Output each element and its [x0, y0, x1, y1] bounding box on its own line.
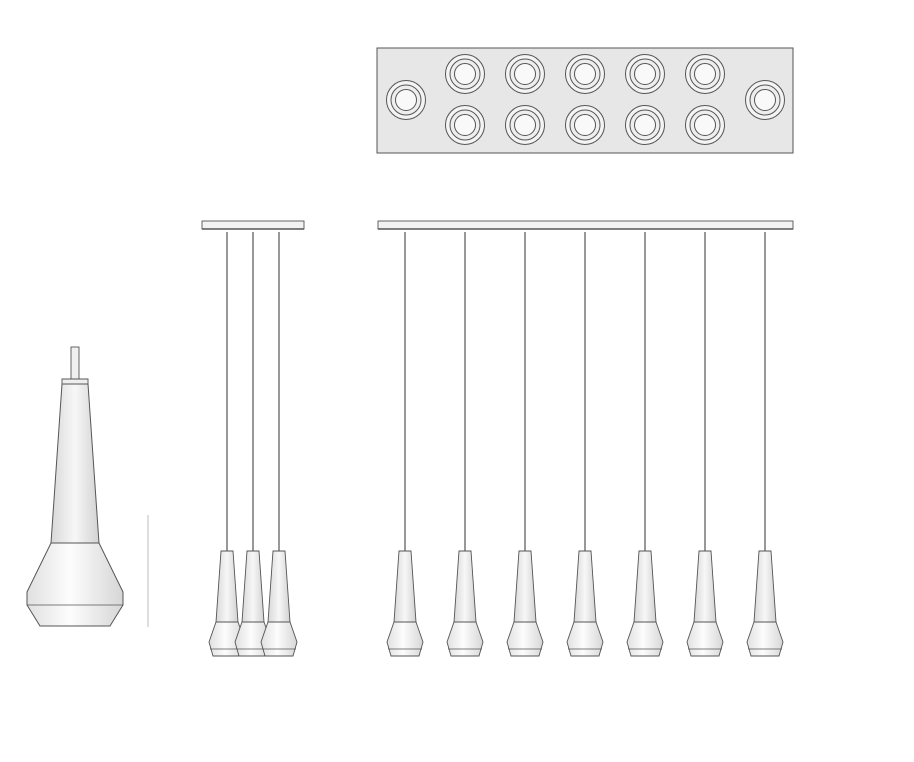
- top-view-canopy: [376, 47, 794, 154]
- pendant-shade-large: [26, 542, 124, 627]
- pendant-lamp: [626, 232, 664, 657]
- ring-icon: [565, 105, 605, 145]
- linear-canopy: [377, 220, 794, 230]
- pendant-body: [241, 550, 265, 623]
- ring-icon: [625, 105, 665, 145]
- cluster-canopy: [201, 220, 305, 230]
- pendant-shade: [746, 621, 784, 657]
- pendant-body: [393, 550, 417, 623]
- ring-icon: [565, 54, 605, 94]
- pendant-body: [215, 550, 239, 623]
- pendant-body: [573, 550, 597, 623]
- ring-inner: [395, 89, 417, 111]
- pendant-lamp: [260, 232, 298, 657]
- pendant-body: [753, 550, 777, 623]
- ring-inner: [634, 63, 656, 85]
- ring-icon: [445, 54, 485, 94]
- pendant-shade: [386, 621, 424, 657]
- ring-inner: [574, 114, 596, 136]
- ring-icon: [625, 54, 665, 94]
- pendant-body: [513, 550, 537, 623]
- ring-inner: [754, 89, 776, 111]
- pendant-lamp: [208, 232, 246, 657]
- pendant-body: [453, 550, 477, 623]
- ring-icon: [386, 80, 426, 120]
- ring-inner: [454, 114, 476, 136]
- pendant-lamp: [234, 232, 272, 657]
- ring-inner: [694, 63, 716, 85]
- pendant-body: [693, 550, 717, 623]
- ring-inner: [514, 114, 536, 136]
- pendant-lamp: [386, 232, 424, 657]
- ring-icon: [745, 80, 785, 120]
- ring-inner: [634, 114, 656, 136]
- ring-icon: [685, 54, 725, 94]
- linear-pendant-7: [377, 220, 794, 657]
- ring-inner: [574, 63, 596, 85]
- pendant-body: [633, 550, 657, 623]
- pendant-lamp: [686, 232, 724, 657]
- pendant-shade: [686, 621, 724, 657]
- pendant-body-large: [50, 383, 100, 544]
- pendant-lamp: [506, 232, 544, 657]
- ring-inner: [694, 114, 716, 136]
- pendant-shade: [626, 621, 664, 657]
- pendant-lamp: [446, 232, 484, 657]
- pendant-shade: [446, 621, 484, 657]
- ring-inner: [514, 63, 536, 85]
- ring-icon: [685, 105, 725, 145]
- ring-icon: [505, 54, 545, 94]
- pendant-shade: [506, 621, 544, 657]
- ring-inner: [454, 63, 476, 85]
- single-pendant-detail: [26, 346, 149, 627]
- ring-icon: [505, 105, 545, 145]
- pendant-lamp: [566, 232, 604, 657]
- ring-icon: [445, 105, 485, 145]
- pendant-shade: [260, 621, 298, 657]
- collar: [61, 378, 89, 385]
- pendant-lamp: [746, 232, 784, 657]
- cluster-pendant-3: [201, 220, 305, 657]
- cable-stub: [70, 346, 80, 380]
- pendant-body: [267, 550, 291, 623]
- pendant-shade: [566, 621, 604, 657]
